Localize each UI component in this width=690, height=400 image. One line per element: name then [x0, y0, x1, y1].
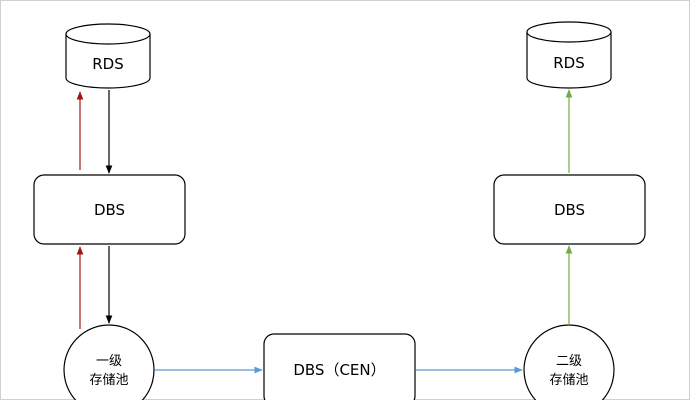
dbs-left-node: DBS — [33, 174, 186, 245]
primary-pool-label-line1: 一级 — [96, 354, 122, 369]
rds-left-label: RDS — [92, 55, 124, 73]
primary-storage-pool-node: 一级 存储池 — [63, 324, 155, 400]
secondary-pool-label-line1: 二级 — [556, 354, 582, 369]
dbs-right-node: DBS — [493, 174, 646, 245]
secondary-pool-label-line2: 存储池 — [549, 373, 588, 388]
rds-right-database-icon: RDS — [526, 21, 612, 89]
secondary-storage-pool-node: 二级 存储池 — [523, 324, 615, 400]
rds-right-label: RDS — [553, 54, 585, 72]
rds-left-database-icon: RDS — [65, 23, 151, 89]
dbs-cen-label: DBS（CEN） — [293, 361, 385, 379]
dbs-cen-node: DBS（CEN） — [263, 333, 416, 400]
primary-pool-label-line2: 存储池 — [89, 373, 128, 388]
dbs-left-label: DBS — [94, 201, 125, 219]
dbs-right-label: DBS — [554, 201, 585, 219]
